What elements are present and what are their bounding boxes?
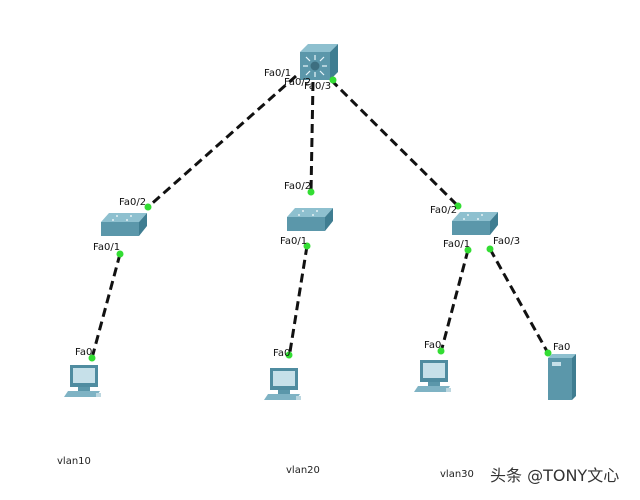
link-sw1-pc1[interactable] [90, 253, 122, 359]
port-dot [464, 246, 472, 254]
pc-vlan10[interactable] [64, 365, 101, 397]
switch-vlan10[interactable] [101, 213, 147, 236]
port-dot [437, 347, 445, 355]
vlan-label: vlan30 [440, 469, 474, 480]
port-label: Fa0/1 [264, 68, 291, 79]
link-core-sw1[interactable] [147, 74, 297, 209]
port-label: Fa0/2 [119, 197, 146, 208]
pc-vlan20[interactable] [264, 368, 301, 400]
port-dot [116, 250, 124, 258]
link-sw3-server[interactable] [488, 248, 550, 354]
port-label: Fa0/3 [304, 81, 331, 92]
port-label: Fa0/2 [284, 77, 311, 88]
multilayer-switch[interactable] [300, 44, 338, 80]
switch-vlan30[interactable] [452, 212, 498, 235]
link-sw2-pc2[interactable] [287, 245, 309, 359]
port-dot [329, 76, 337, 84]
port-label: Fa0 [75, 347, 92, 358]
link-core-sw2[interactable] [309, 81, 315, 193]
pc-vlan30[interactable] [414, 360, 451, 392]
port-label: Fa0/3 [493, 236, 520, 247]
vlan-label: vlan10 [57, 456, 91, 467]
port-label: Fa0/2 [284, 181, 311, 192]
port-dot [486, 245, 494, 253]
port-dot [144, 203, 152, 211]
port-dot [544, 349, 552, 357]
port-dot [88, 354, 96, 362]
vlan-label: vlan20 [286, 465, 320, 476]
port-label: Fa0 [273, 348, 290, 359]
switch-vlan20[interactable] [287, 208, 333, 231]
port-label: Fa0/1 [443, 239, 470, 250]
link-core-sw3[interactable] [329, 78, 460, 208]
server-vlan30[interactable] [548, 354, 576, 400]
watermark: 头条 @TONY文心 [490, 466, 619, 485]
port-label: Fa0/2 [430, 205, 457, 216]
port-dot [307, 188, 315, 196]
port-dot [285, 351, 293, 359]
port-label: Fa0/1 [280, 236, 307, 247]
port-dot [454, 202, 462, 210]
port-label: Fa0 [553, 342, 570, 353]
port-dot [303, 242, 311, 250]
port-label: Fa0 [424, 340, 441, 351]
link-sw3-pc3[interactable] [439, 249, 470, 353]
port-label: Fa0/1 [93, 242, 120, 253]
